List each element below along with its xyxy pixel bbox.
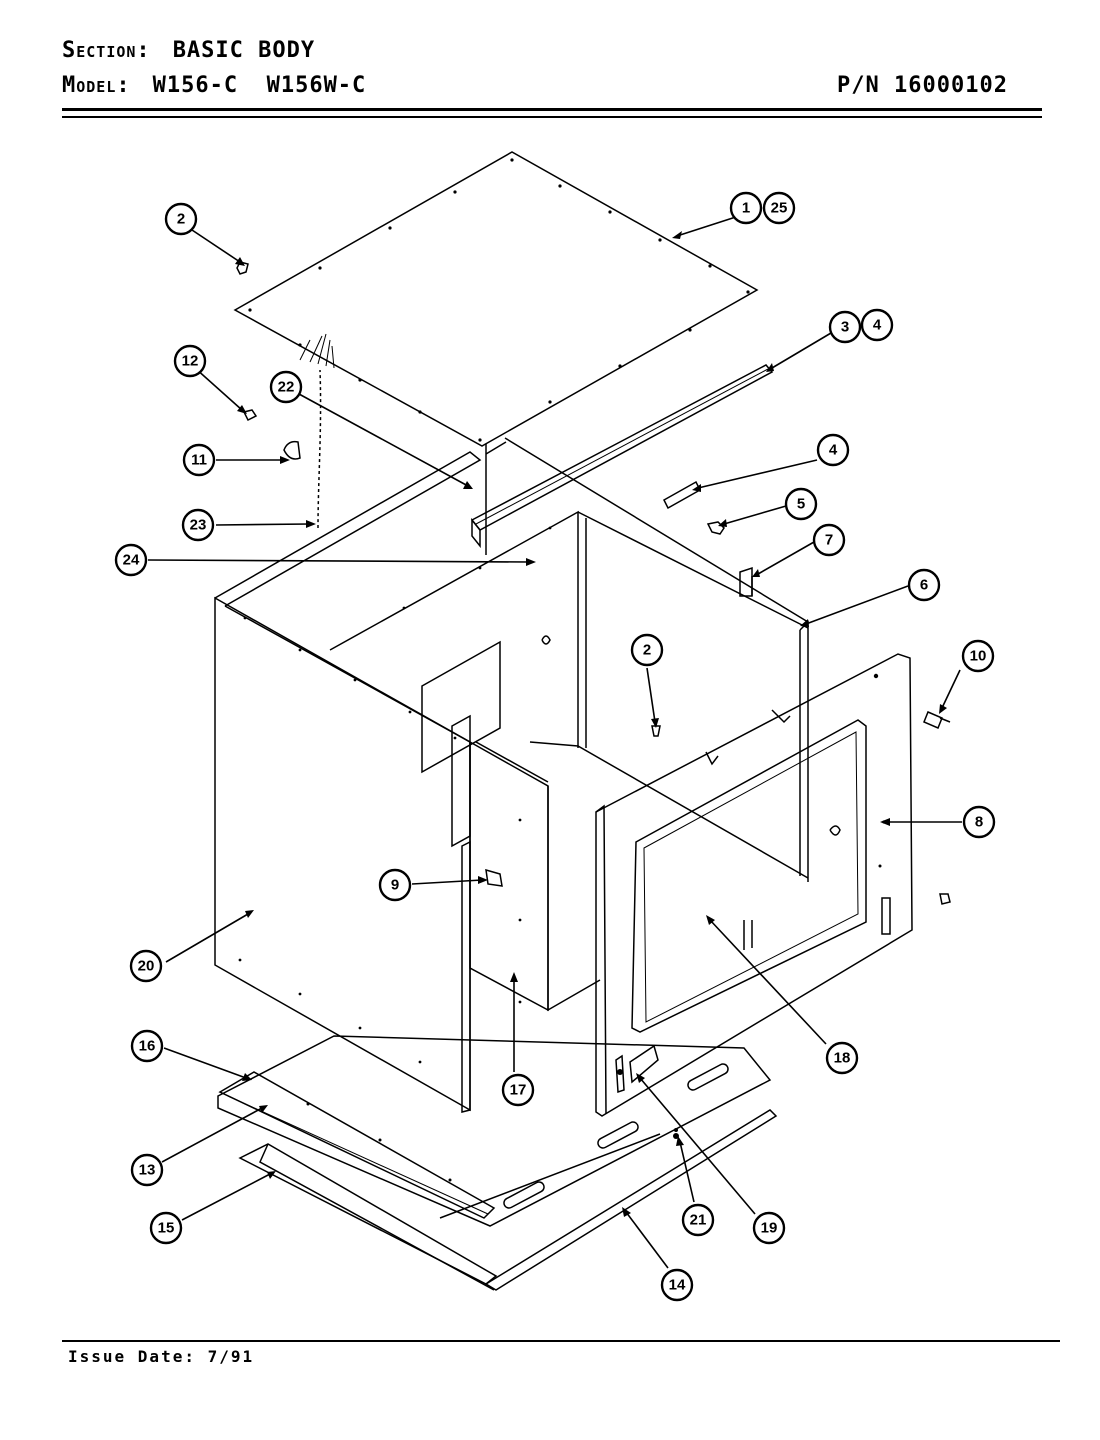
callout-11-label: 11 (191, 452, 207, 469)
callout-7: 7 (812, 523, 846, 557)
callout-5: 5 (784, 487, 818, 521)
callout-14: 14 (660, 1268, 694, 1302)
model-line: Model: W156-C W156W-C (62, 73, 366, 98)
front-frame (595, 653, 913, 1117)
screw-12 (242, 409, 258, 422)
screw-5 (706, 521, 725, 535)
issue-date: Issue Date: 7/91 (68, 1347, 255, 1366)
callout-17: 17 (501, 1073, 535, 1107)
callout-24-label: 24 (123, 552, 140, 569)
callout-9-label: 9 (391, 877, 399, 894)
callout-7-label: 7 (825, 532, 833, 549)
cabinet-back (485, 437, 809, 623)
callout-2-center: 2 (630, 633, 664, 667)
callout-15-label: 15 (158, 1220, 175, 1237)
callout-2-top: 2 (164, 202, 198, 236)
callout-9: 9 (378, 868, 412, 902)
header-rule (62, 108, 1042, 111)
callout-22-label: 22 (278, 379, 295, 396)
callout-20-label: 20 (138, 958, 155, 975)
screw-10 (923, 711, 951, 729)
callout-13-label: 13 (139, 1162, 156, 1179)
callout-23: 23 (181, 508, 215, 542)
section-label: Section: (62, 38, 151, 63)
callout-4-top-label: 4 (873, 317, 882, 334)
callout-4-label: 4 (829, 442, 838, 459)
section-line: Section: BASIC BODY (62, 38, 315, 63)
callout-20: 20 (129, 949, 163, 983)
callout-24: 24 (114, 543, 148, 577)
callout-6-label: 6 (920, 577, 928, 594)
callout-8: 8 (962, 805, 996, 839)
callout-12-label: 12 (182, 353, 199, 370)
callout-21-label: 21 (690, 1212, 707, 1229)
callout-18: 18 (825, 1041, 859, 1075)
callout-18-label: 18 (834, 1050, 851, 1067)
callout-17-label: 17 (510, 1082, 527, 1099)
header-rule-thin (62, 116, 1042, 118)
screw-2-center (651, 725, 661, 737)
bracket-4 (663, 480, 701, 510)
callout-6: 6 (907, 568, 941, 602)
rear-channel (470, 364, 774, 549)
callout-13: 13 (130, 1153, 164, 1187)
callout-2-center-label: 2 (643, 642, 651, 659)
callout-19-label: 19 (761, 1220, 778, 1237)
callout-11: 11 (182, 443, 216, 477)
callout-2-top-label: 2 (177, 211, 185, 228)
callout-21: 21 (681, 1203, 715, 1237)
callout-1-label: 1 (742, 200, 750, 217)
callout-4-top: 4 (860, 308, 894, 342)
callout-10-label: 10 (970, 648, 987, 665)
callout-25-label: 25 (771, 200, 788, 217)
callout-16-label: 16 (139, 1038, 156, 1055)
top-panel (233, 151, 759, 447)
section-value: BASIC BODY (172, 38, 316, 63)
callout-14-label: 14 (669, 1277, 686, 1294)
callout-23-label: 23 (190, 517, 207, 534)
part-number: P/N 16000102 (837, 73, 1008, 98)
callout-1: 1 (729, 191, 763, 225)
callout-10: 10 (961, 639, 995, 673)
screw-2-top (236, 261, 249, 275)
cabinet-body (214, 451, 809, 1113)
model-label: Model: (62, 73, 131, 98)
callout-15: 15 (149, 1211, 183, 1245)
callout-19: 19 (752, 1211, 786, 1245)
callout-4: 4 (816, 433, 850, 467)
callout-3: 3 (828, 310, 862, 344)
callout-8-label: 8 (975, 814, 983, 831)
model-values: W156-C W156W-C (152, 73, 367, 98)
screw-small-right (939, 893, 951, 905)
callout-25: 25 (762, 191, 796, 225)
footer-rule (62, 1340, 1060, 1342)
hinge-19 (615, 1044, 659, 1094)
base-assembly (217, 1035, 778, 1291)
callout-12: 12 (173, 344, 207, 378)
leader-lines (147, 214, 962, 1269)
callout-5-label: 5 (797, 496, 805, 513)
wire-harness (283, 333, 335, 529)
bracket-9 (485, 868, 503, 887)
callout-22: 22 (269, 370, 303, 404)
callout-16: 16 (130, 1029, 164, 1063)
callout-3-label: 3 (841, 319, 849, 336)
